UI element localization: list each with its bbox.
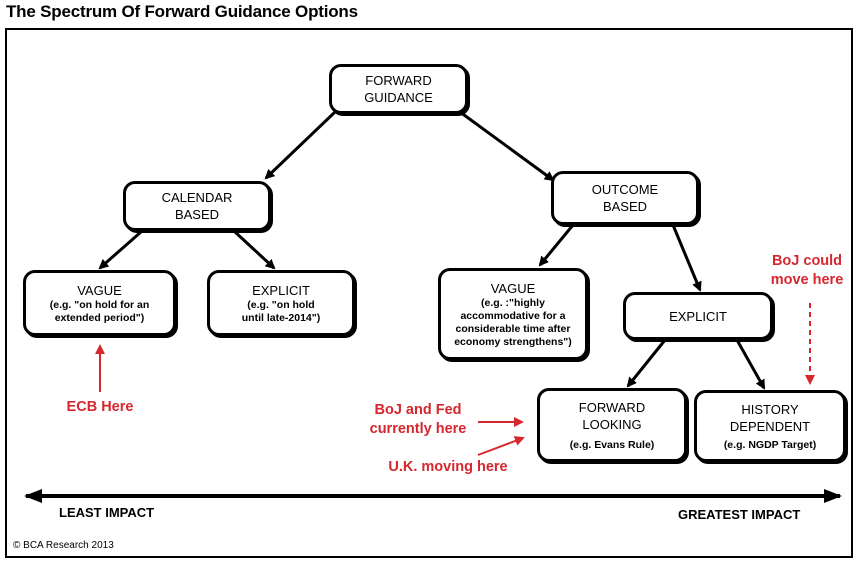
node-example: (e.g. Evans Rule) — [569, 438, 655, 451]
node-label: CALENDAR BASED — [161, 190, 233, 222]
node-vague-outcome: VAGUE (e.g. :"highly accommodative for a… — [438, 268, 588, 360]
node-explicit-calendar: EXPLICIT (e.g. "on hold until late-2014"… — [207, 270, 355, 336]
annotation-uk: U.K. moving here — [388, 459, 508, 475]
node-forward-guidance: FORWARD GUIDANCE — [329, 64, 468, 114]
chart-title: The Spectrum Of Forward Guidance Options — [6, 2, 358, 21]
node-vague-calendar: VAGUE (e.g. "on hold for an extended per… — [23, 270, 176, 336]
greatest-impact-label: GREATEST IMPACT — [678, 507, 801, 522]
edge-explicit-forward — [626, 339, 667, 388]
least-impact-label: LEAST IMPACT — [59, 505, 155, 520]
edge-calendar-vague — [98, 229, 143, 270]
diagram-frame — [5, 28, 853, 558]
edge-outcome-explicit — [671, 224, 702, 292]
uk-arrow — [477, 436, 525, 456]
node-example: (e.g. NGDP Target) — [723, 438, 817, 451]
node-calendar-based: CALENDAR BASED — [123, 181, 271, 231]
node-history-dependent: HISTORY DEPENDENT (e.g. NGDP Target) — [694, 390, 846, 462]
edge-calendar-explicit — [232, 229, 276, 270]
edge-fg-calendar — [264, 110, 337, 180]
edge-explicit-history — [735, 339, 766, 390]
node-label: FORWARD GUIDANCE — [364, 73, 433, 105]
annotation-ecb: ECB Here — [66, 399, 134, 415]
node-outcome-based: OUTCOME BASED — [551, 171, 699, 225]
node-label: VAGUE — [77, 282, 122, 298]
node-label: EXPLICIT — [252, 282, 310, 298]
node-example: (e.g. "on hold for an extended period") — [49, 298, 150, 324]
node-example: (e.g. "on hold until late-2014") — [241, 298, 321, 324]
node-explicit-outcome: EXPLICIT — [623, 292, 773, 340]
edge-fg-outcome — [459, 110, 555, 182]
copyright-footer: © BCA Research 2013 — [13, 540, 114, 551]
edge-outcome-vague — [538, 224, 575, 267]
node-label: FORWARD LOOKING — [578, 399, 646, 432]
node-label: OUTCOME BASED — [591, 182, 659, 214]
node-example: (e.g. :"highly accommodative for a consi… — [454, 296, 572, 348]
node-forward-looking: FORWARD LOOKING (e.g. Evans Rule) — [537, 388, 687, 462]
node-label: EXPLICIT — [669, 308, 727, 324]
node-label: HISTORY DEPENDENT — [729, 401, 811, 434]
annotation-boj-fed: BoJ and Fed currently here — [369, 402, 467, 437]
node-label: VAGUE — [490, 280, 536, 296]
annotation-boj-could: BoJ could move here — [770, 253, 844, 288]
